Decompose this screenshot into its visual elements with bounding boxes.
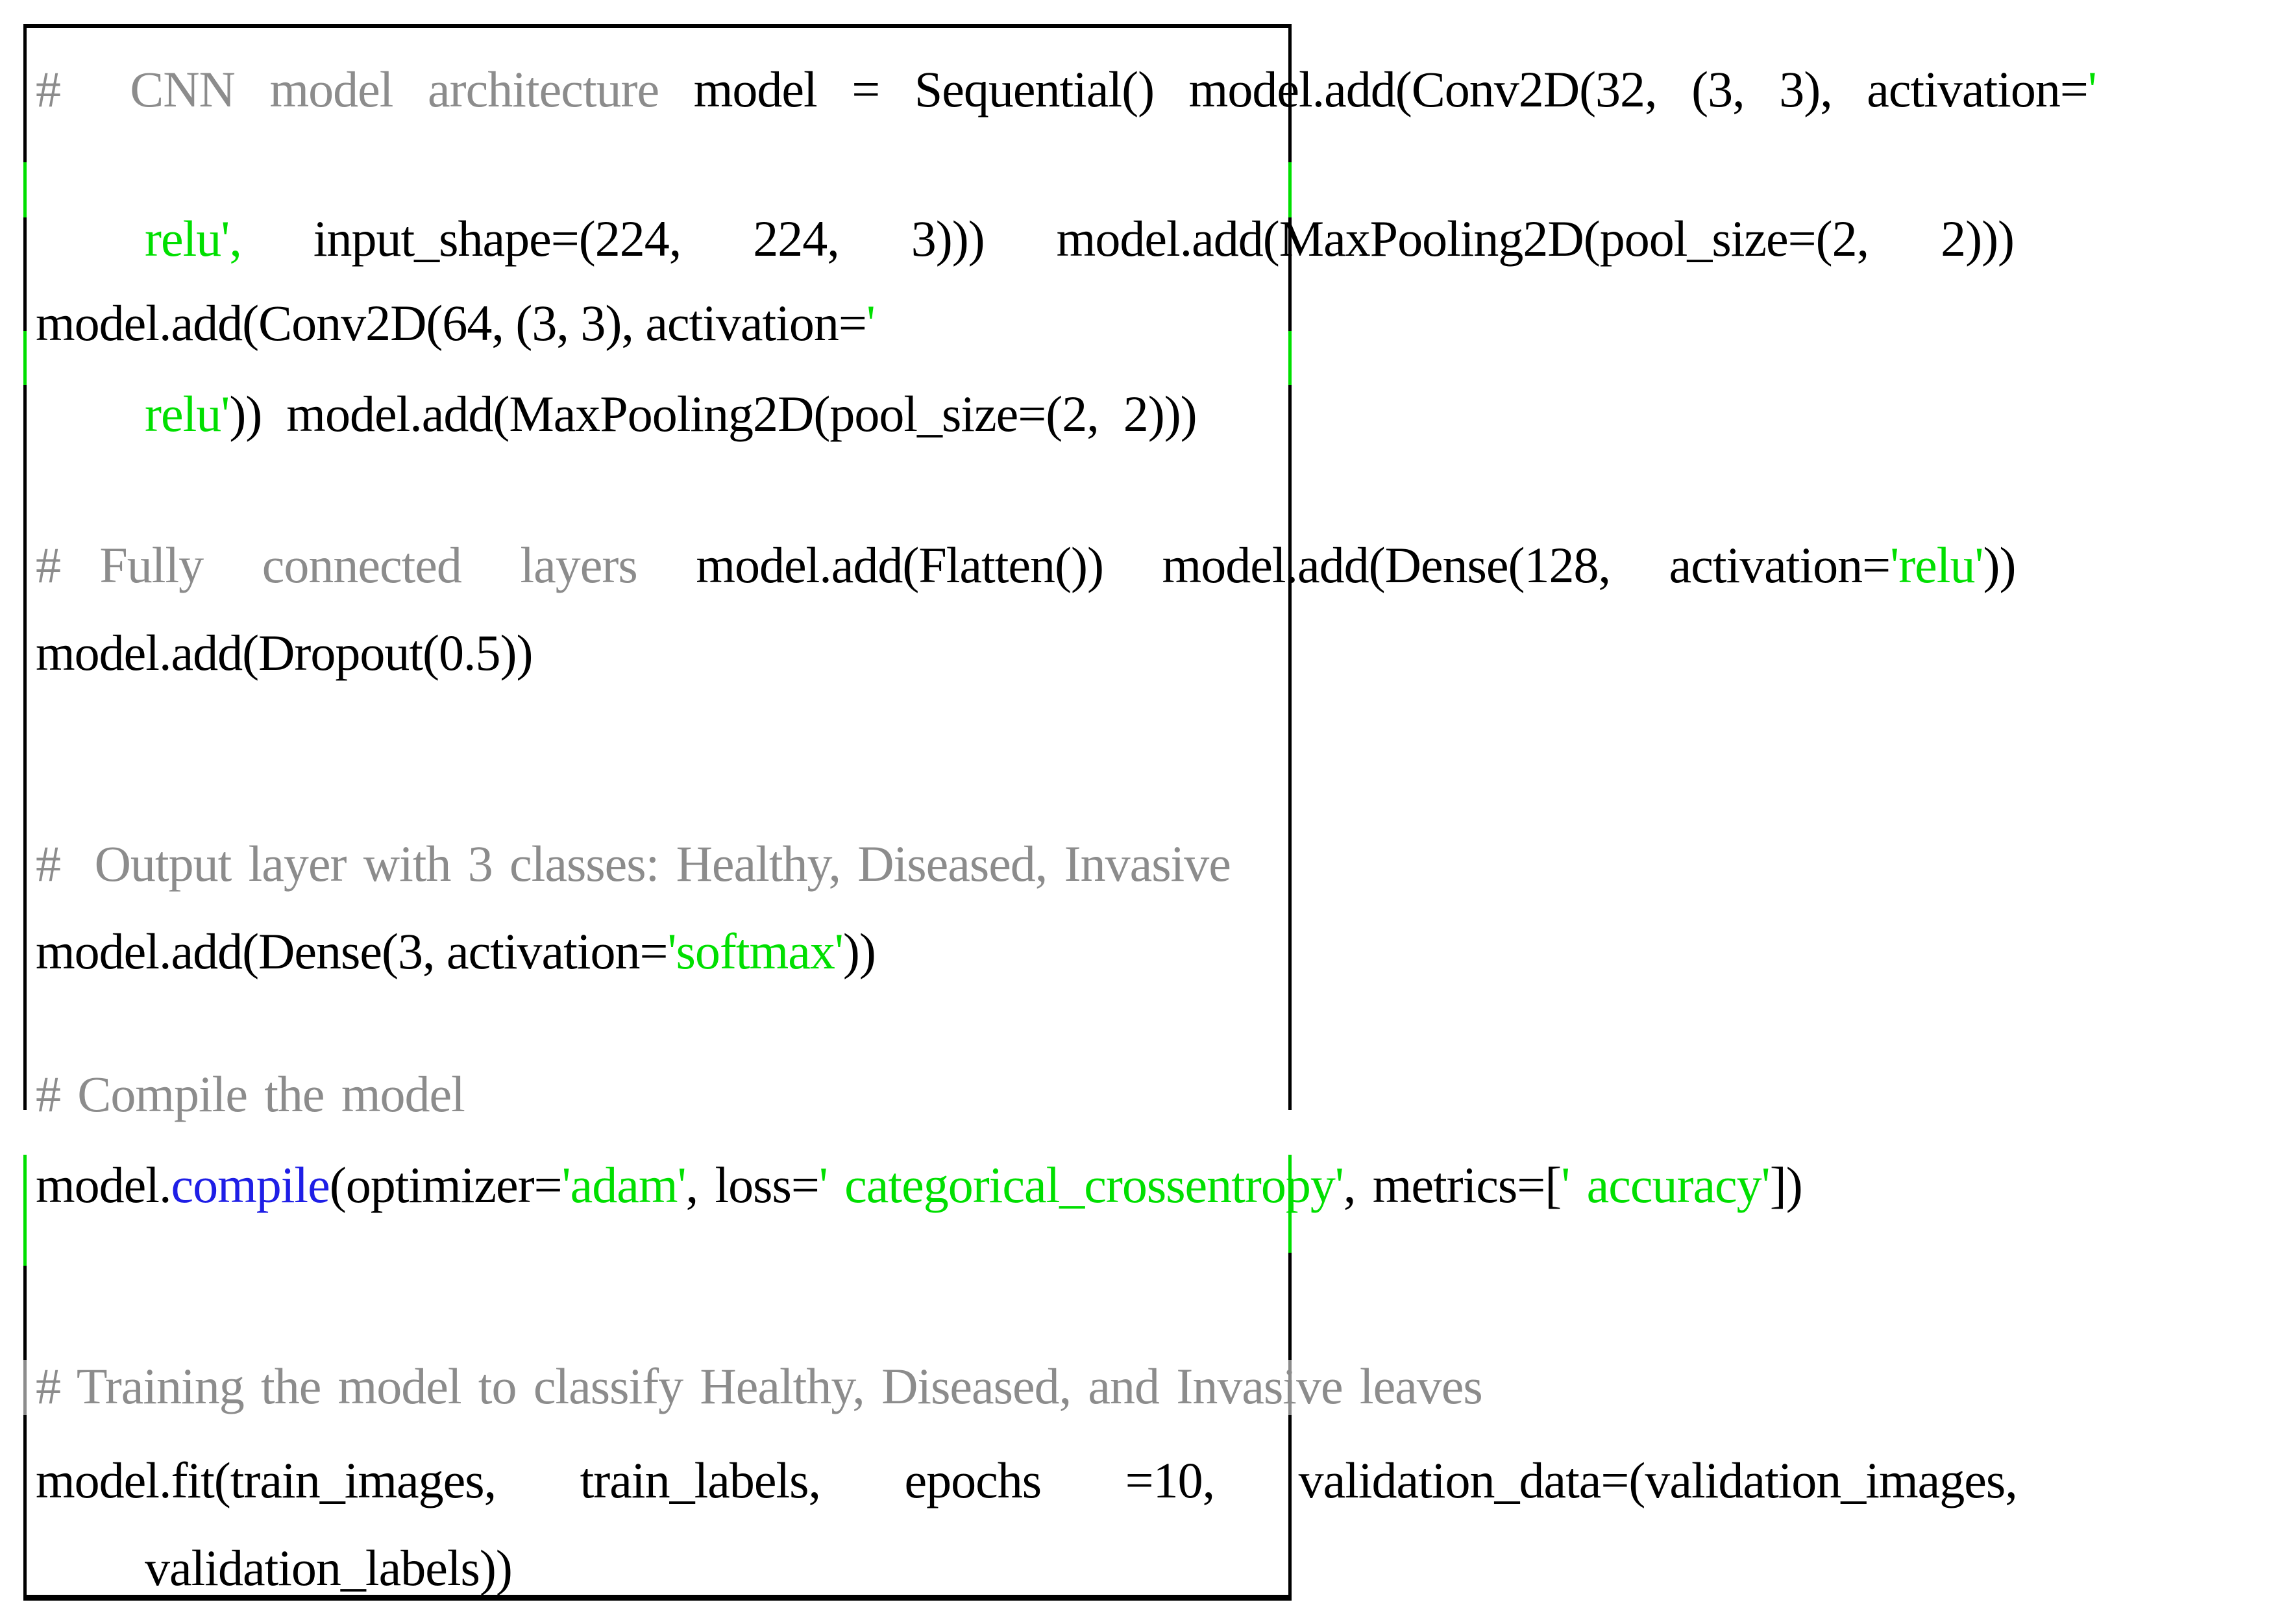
border-segment [23,385,27,1110]
code-segment-string_green: ' [2087,61,2097,117]
code-segment-code_black: , loss= [685,1157,820,1213]
code-segment-string_green: 'relu' [1890,537,1983,593]
code-segment-code_black: model.fit(train_images, train_labels, ep… [36,1452,2018,1508]
code-segment-comment_gray: # Compile the model [36,1066,465,1122]
code-line: # Compile the model [36,1066,465,1122]
code-segment-code_black: validation_labels)) [145,1540,513,1596]
border-segment [1288,385,1292,1110]
code-line: validation_labels)) [145,1540,513,1596]
code-segment-comment_gray: # CNN model architecture [36,61,694,117]
border-segment [1288,1253,1292,1360]
code-line: model.fit(train_images, train_labels, ep… [36,1452,2018,1508]
border-segment [1288,1155,1292,1253]
figure-box-bottom-border [23,1595,1292,1601]
code-segment-string_green: 'adam' [561,1157,687,1213]
code-segment-code_black: (optimizer= [329,1157,563,1213]
border-segment [23,1155,27,1266]
code-segment-code_black: )) [1983,537,2017,593]
code-line: model.add(Conv2D(64, (3, 3), activation=… [36,295,876,351]
code-line: # CNN model architecture model = Sequent… [36,61,2097,117]
code-line: model.add(Dropout(0.5)) [36,624,533,681]
code-line: model.compile(optimizer='adam', loss=' c… [36,1157,1803,1213]
code-segment-comment_gray: # Output layer with 3 classes: Healthy, … [36,835,1231,892]
border-segment [1288,331,1292,385]
border-segment [23,1360,27,1415]
code-segment-code_black: )) model.add(MaxPooling2D(pool_size=(2, … [229,386,1197,442]
code-segment-string_green: ' accuracy' [1561,1157,1770,1213]
code-segment-function_blue: compile [171,1157,330,1213]
code-line: # Training the model to classify Healthy… [36,1358,1483,1414]
border-segment [1288,24,1292,162]
border-segment [23,331,27,385]
code-segment-code_black: , metrics=[ [1343,1157,1562,1213]
code-segment-code_black: model.add(Flatten()) model.add(Dense(128… [696,537,1891,593]
code-line: relu')) model.add(MaxPooling2D(pool_size… [145,386,1197,442]
border-segment [1288,162,1292,217]
border-segment [23,1266,27,1360]
code-segment-code_black: input_shape=(224, 224, 3))) model.add(Ma… [241,210,2015,267]
border-segment [1288,217,1292,331]
code-segment-code_black: model.add(Conv2D(64, (3, 3), activation= [36,295,867,351]
code-segment-comment_gray: # Training the model to classify Healthy… [36,1358,1483,1414]
code-segment-code_black: ]) [1769,1157,1803,1213]
code-segment-string_green: relu', [145,210,242,267]
code-segment-code_black: model. [36,1157,171,1213]
code-segment-string_green: ' categorical_crossentropy' [818,1157,1344,1213]
code-segment-string_green: 'softmax' [667,923,844,979]
code-segment-code_black: model = Sequential() model.add(Conv2D(32… [693,61,2089,117]
code-segment-code_black: )) [842,923,876,979]
code-segment-code_black: model.add(Dense(3, activation= [36,923,668,979]
code-line: model.add(Dense(3, activation='softmax')… [36,924,876,979]
border-segment [1288,1415,1292,1600]
code-segment-string_green: ' [866,295,876,351]
code-segment-string_green: relu' [145,386,230,442]
border-segment [23,1415,27,1600]
border-segment [23,162,27,217]
border-segment [1288,1360,1292,1415]
code-line: # Output layer with 3 classes: Healthy, … [36,836,1231,892]
code-line: # Fully connected layers model.add(Flatt… [36,537,2017,593]
code-segment-comment_gray: # Fully connected layers [36,537,696,593]
border-segment [23,24,27,162]
code-segment-code_black: model.add(Dropout(0.5)) [36,624,533,681]
figure-box-top-border [23,24,1292,28]
code-line: relu', input_shape=(224, 224, 3))) model… [145,210,2015,267]
border-segment [23,217,27,331]
